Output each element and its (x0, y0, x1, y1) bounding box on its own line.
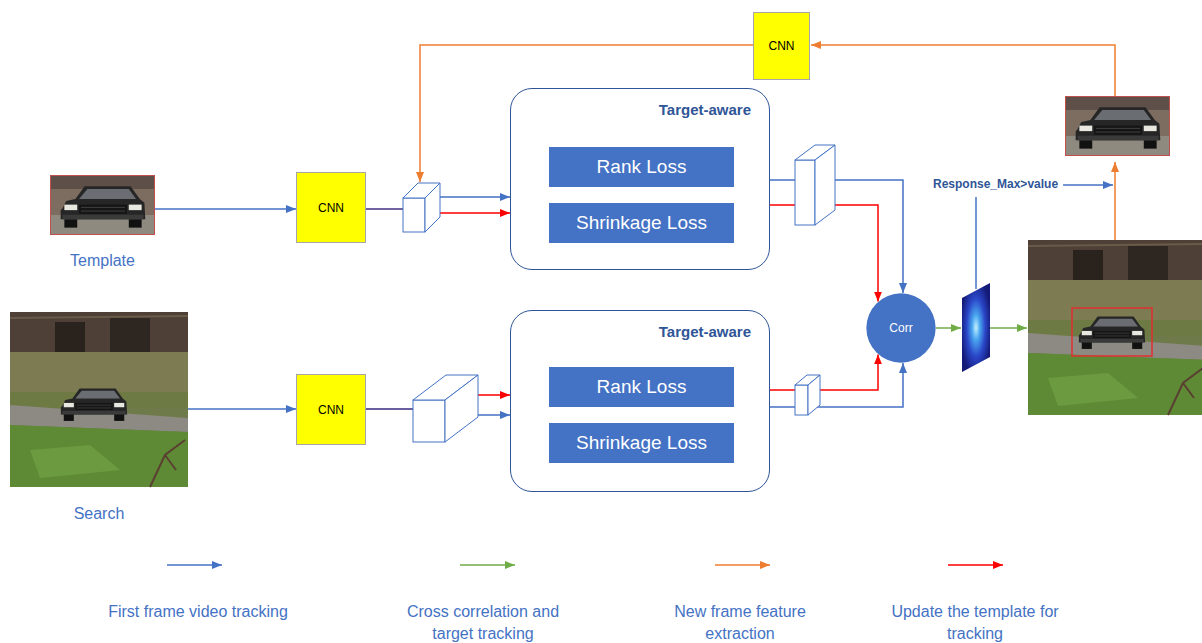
connector-arrow (155, 208, 296, 210)
flow-line (975, 197, 977, 289)
legend-arrow (460, 564, 515, 566)
connector-arrow (770, 363, 903, 407)
result-image (1028, 240, 1202, 415)
illustration-part (50, 175, 155, 235)
box-label: Shrinkage Loss (576, 432, 707, 454)
flow-arrow (990, 327, 1027, 329)
search-image (10, 312, 188, 487)
box-label: Shrinkage Loss (576, 212, 707, 234)
connector-arrow (770, 205, 878, 302)
circle-fill (866, 293, 935, 362)
illustration-part (808, 375, 820, 415)
updated-template-image (1065, 96, 1170, 156)
illustration-part (1028, 240, 1202, 415)
box-label: CNN (318, 201, 344, 215)
image-caption: Template (70, 251, 135, 271)
module-box: Target-awareRank LossShrinkage Loss (510, 88, 770, 270)
legend-arrow (948, 564, 1003, 566)
box-label: Rank Loss (597, 156, 687, 178)
illustration-part (795, 385, 808, 415)
illustration-part (10, 312, 188, 487)
response-map (962, 283, 990, 372)
illustration-part (403, 198, 425, 232)
image-node: Search (10, 312, 188, 524)
feature-cube (795, 145, 835, 225)
box-label: CNN (769, 39, 795, 53)
box-label: Corr (889, 321, 912, 335)
cnn-box: CNN (753, 12, 810, 80)
illustration-part (1072, 308, 1152, 356)
image-node: Template (50, 175, 155, 271)
loss-box: Shrinkage Loss (549, 423, 734, 463)
connector-arrow (770, 354, 878, 390)
illustration-part (1065, 96, 1170, 156)
legend-text: Update the template for tracking (870, 601, 1080, 643)
illustration-part (795, 160, 815, 225)
condition-label: Response_Max>value (933, 177, 1058, 192)
feature-cube (795, 375, 820, 415)
feature-cube (403, 183, 440, 232)
connector-arrow (770, 180, 903, 293)
box-label: Rank Loss (597, 376, 687, 398)
legend-text: Cross correlation and target tracking (388, 601, 578, 643)
legend-text: New frame feature extraction (655, 601, 825, 643)
feature-cube (413, 375, 478, 442)
legend-arrow (715, 564, 770, 566)
cnn-box: CNN (296, 374, 366, 445)
flow-arrow (811, 45, 1115, 96)
loss-box: Rank Loss (549, 367, 734, 407)
module-heading: Target-aware (511, 323, 751, 340)
corr-circle: Corr (866, 293, 936, 363)
flow-arrow (1063, 184, 1113, 186)
legend-text: First frame video tracking (78, 601, 318, 623)
loss-box: Rank Loss (549, 147, 734, 187)
module-box: Target-awareRank LossShrinkage Loss (510, 310, 770, 492)
cnn-box: CNN (296, 172, 366, 243)
illustration-part (425, 183, 440, 232)
loss-box: Shrinkage Loss (549, 203, 734, 243)
module-heading: Target-aware (511, 101, 751, 118)
flow-arrow (936, 327, 961, 329)
flow-arrow (1114, 162, 1116, 240)
box-label: CNN (318, 403, 344, 417)
legend-arrow (167, 564, 222, 566)
template-image (50, 175, 155, 235)
connector-arrow (188, 408, 296, 410)
image-caption: Search (74, 504, 125, 524)
illustration-part (413, 400, 445, 442)
illustration-part (445, 375, 478, 442)
illustration-part (815, 145, 835, 225)
